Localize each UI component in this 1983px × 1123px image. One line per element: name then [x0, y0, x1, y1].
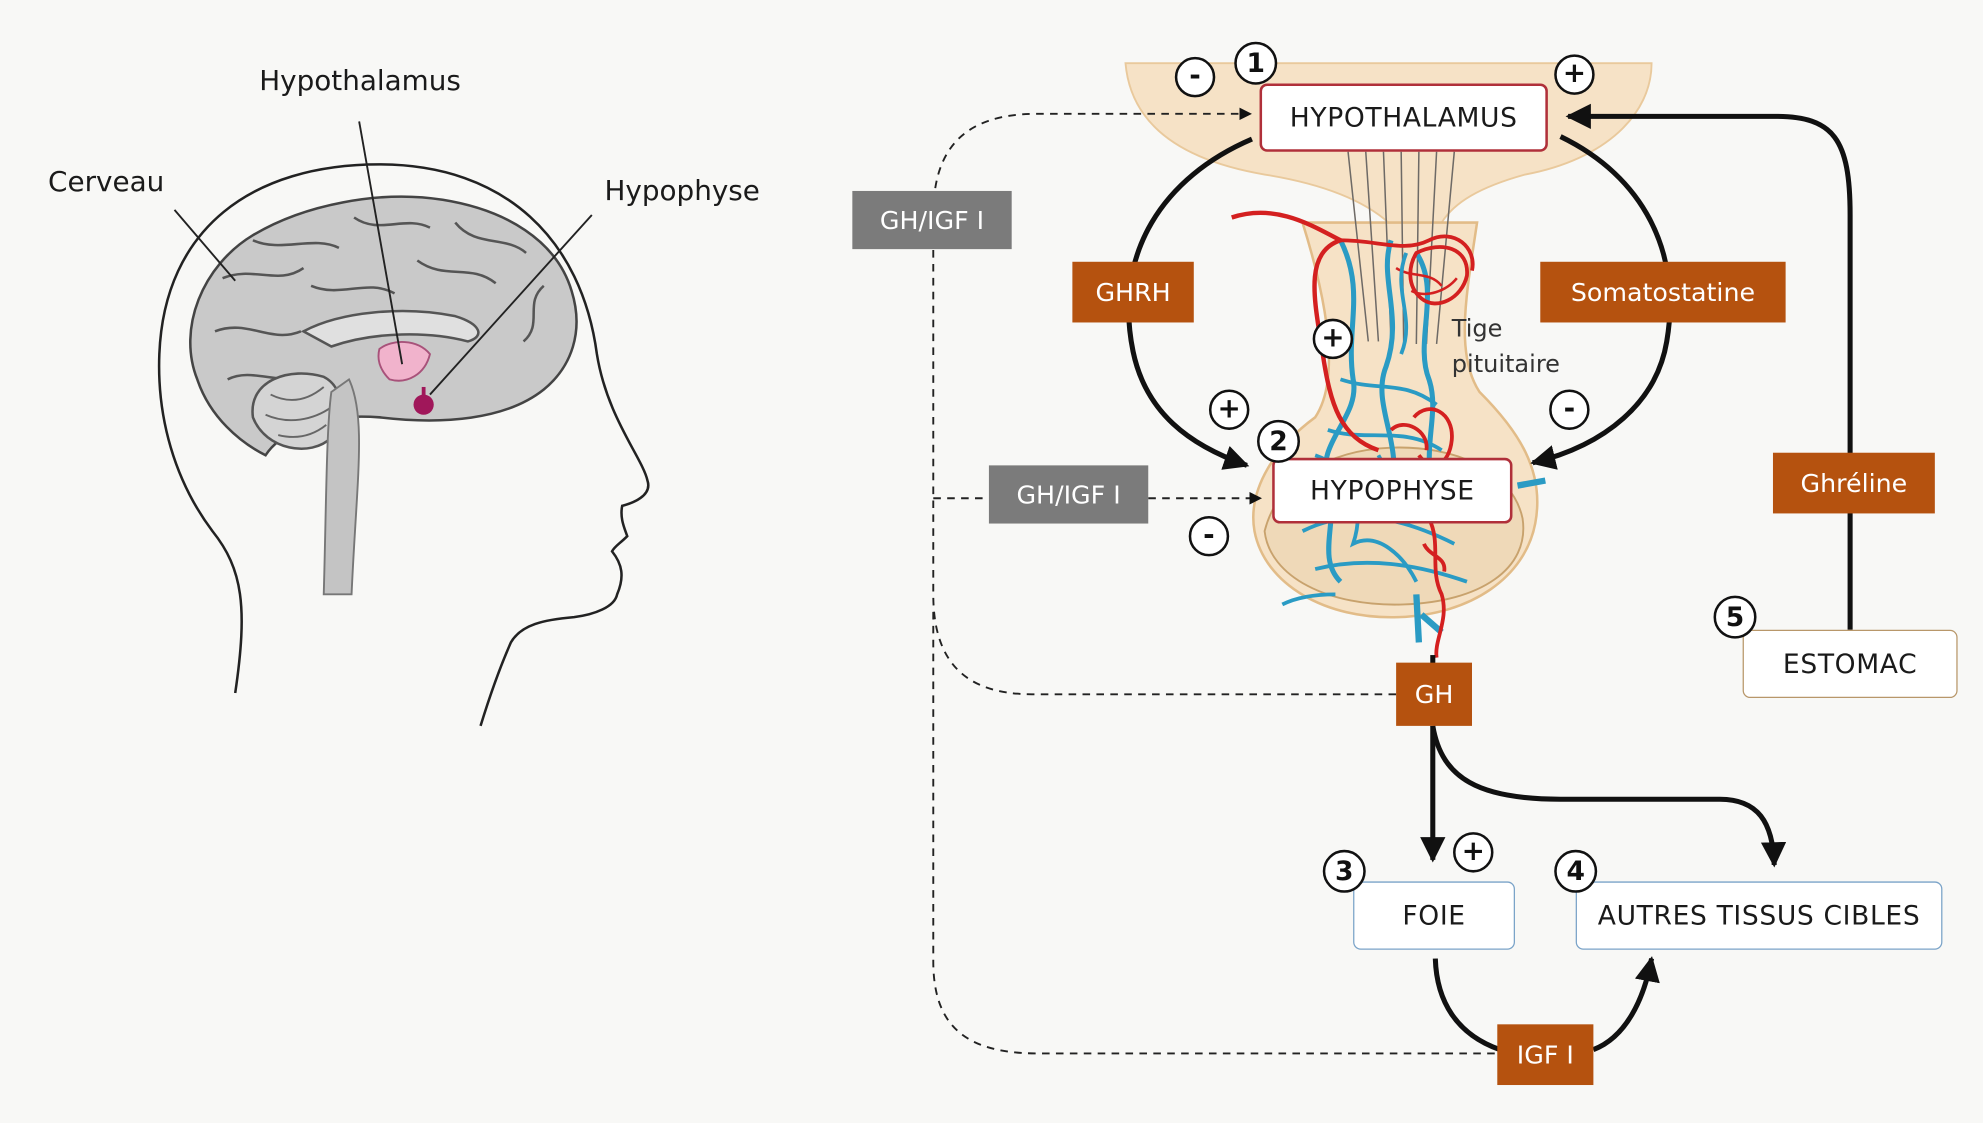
head-profile	[157, 163, 650, 727]
node-hypothalamus-label: HYPOTHALAMUS	[1289, 102, 1518, 133]
feedback-to-hypothalamus	[932, 107, 1397, 696]
label-hypothalamus: Hypothalamus	[259, 65, 461, 98]
label-tige-line2: pituitaire	[1451, 350, 1560, 379]
tag-somatostatine: Somatostatine	[1540, 261, 1786, 323]
step-1-marker: 1	[1234, 41, 1278, 85]
gh-to-tissus-arrow	[1430, 725, 1787, 868]
node-hypothalamus: HYPOTHALAMUS	[1259, 83, 1548, 152]
tag-ghrh: GHRH	[1072, 261, 1194, 323]
feedback-arrows	[932, 107, 1495, 1055]
igf-feedback-line	[932, 607, 1495, 1055]
ghreline-arrow	[1565, 103, 1853, 630]
brain-illustration	[173, 121, 593, 596]
node-estomac: ESTOMAC	[1742, 629, 1958, 699]
minus-sign-hypophyse: -	[1188, 515, 1230, 557]
label-cerveau: Cerveau	[48, 166, 165, 199]
node-hypophyse: HYPOPHYSE	[1272, 457, 1513, 524]
tag-gh: GH	[1396, 662, 1472, 726]
tag-gh-igf-top: GH/IGF I	[852, 190, 1012, 250]
label-hypophyse: Hypophyse	[604, 175, 760, 208]
node-autres-tissus: AUTRES TISSUS CIBLES	[1575, 881, 1943, 950]
step-4-marker: 4	[1554, 849, 1598, 893]
step-2-marker: 2	[1257, 419, 1301, 463]
regulation-arrows	[1126, 103, 1853, 1053]
minus-sign-somatostatine: -	[1549, 389, 1590, 430]
node-estomac-label: ESTOMAC	[1782, 648, 1918, 680]
plus-sign-foie: +	[1453, 832, 1494, 873]
node-foie: FOIE	[1353, 881, 1515, 950]
step-3-marker: 3	[1322, 849, 1366, 893]
foie-to-igf-line	[1432, 958, 1501, 1053]
label-tige-line1: Tige	[1451, 314, 1503, 343]
node-foie-label: FOIE	[1402, 900, 1466, 931]
somatostatine-arrow	[1530, 134, 1673, 470]
tag-ghreline: Ghréline	[1772, 452, 1935, 514]
plus-sign-portal: +	[1312, 318, 1354, 360]
node-hypophyse-label: HYPOPHYSE	[1309, 475, 1475, 506]
ghrh-arrow	[1126, 136, 1253, 470]
tag-igf1: IGF I	[1497, 1024, 1594, 1086]
plus-sign-ghreline: +	[1554, 54, 1595, 95]
pituitary-illustration	[1124, 62, 1653, 658]
step-5-marker: 5	[1713, 595, 1757, 639]
label-tige-pituitaire: Tige pituitaire	[1452, 311, 1560, 382]
node-autres-tissus-label: AUTRES TISSUS CIBLES	[1597, 900, 1921, 931]
igf-to-tissus-arrow	[1592, 956, 1660, 1052]
tag-gh-igf-mid: GH/IGF I	[988, 465, 1149, 524]
plus-sign-ghrh: +	[1208, 389, 1250, 430]
minus-sign-hypothalamus: -	[1174, 56, 1216, 98]
